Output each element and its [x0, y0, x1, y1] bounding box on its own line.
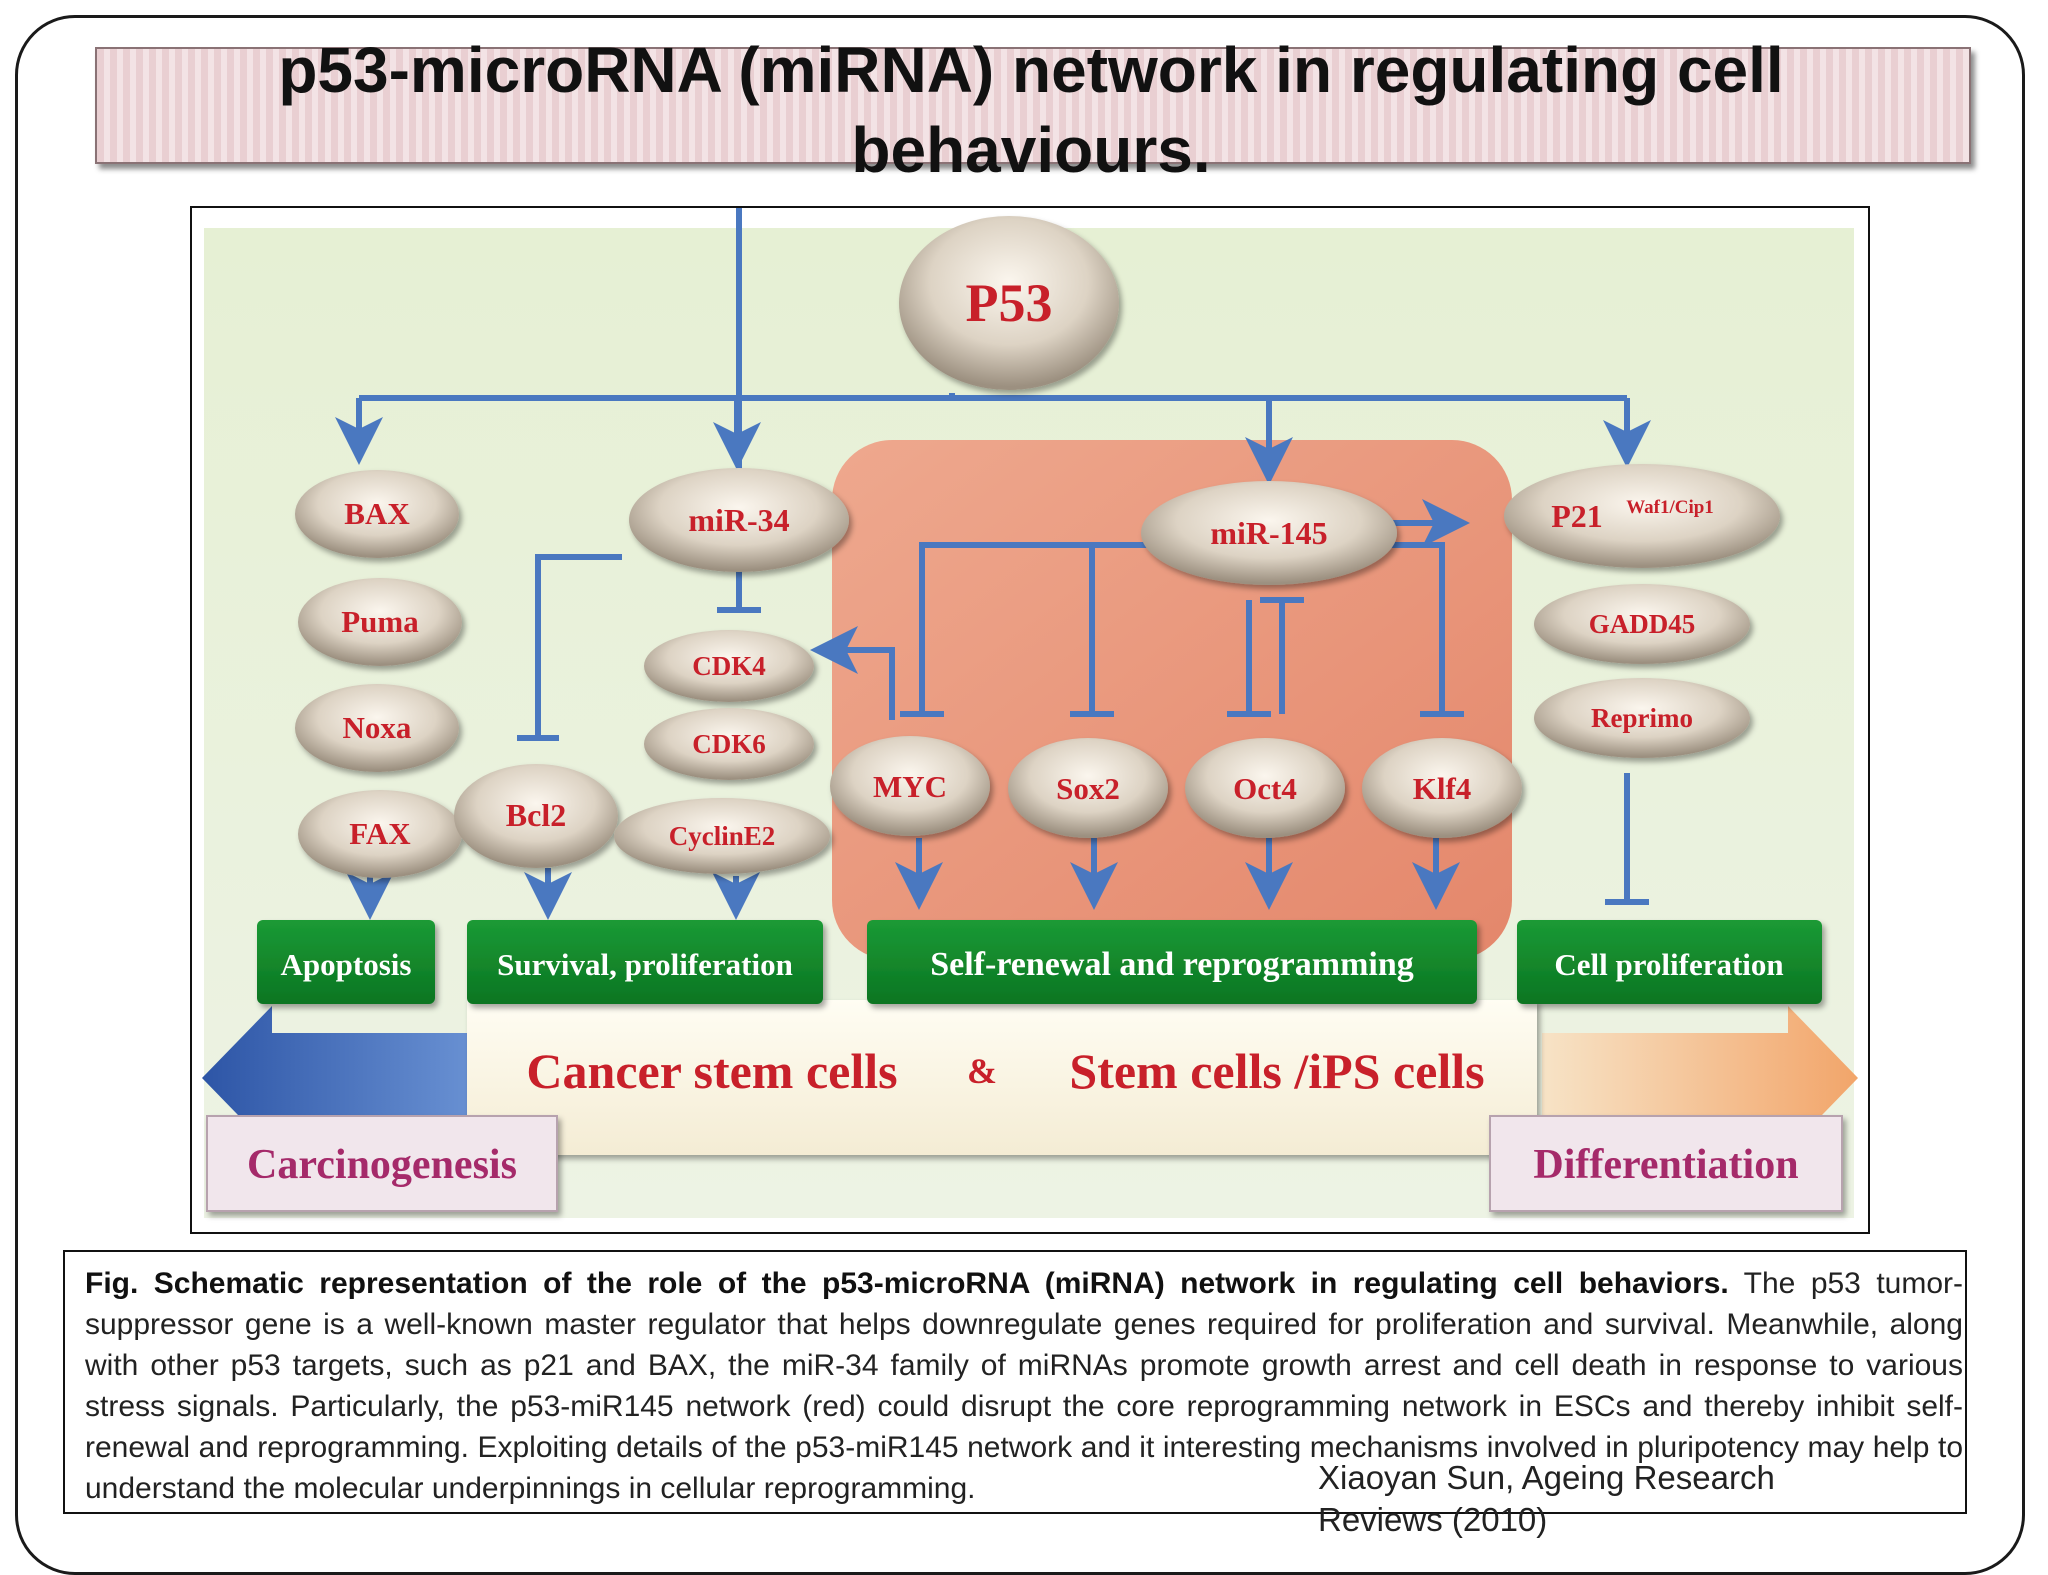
citation-text: Xiaoyan Sun, Ageing Research Reviews (20…	[1318, 1459, 1775, 1538]
survival-proliferation-box	[467, 920, 823, 1004]
mir145-label: miR-145	[1210, 515, 1327, 551]
bax-label: BAX	[344, 496, 410, 531]
fax-label: FAX	[349, 816, 411, 851]
oct4-label: Oct4	[1233, 771, 1297, 806]
noxa-label: Noxa	[343, 710, 412, 745]
self-renewal-label: Self-renewal and reprogramming	[930, 946, 1414, 983]
cyclin-e2-label: CyclinE2	[669, 821, 776, 851]
caption-box	[63, 1250, 1967, 1514]
carcinogenesis-arrow	[202, 1006, 492, 1150]
puma-label: Puma	[341, 604, 419, 639]
stem-cells-ips-label: Stem cells /iPS cells	[1069, 1043, 1484, 1099]
cyclin-e2-node	[614, 798, 830, 874]
p53-node	[899, 216, 1119, 390]
bax-node	[295, 470, 459, 558]
cdk6-label: CDK6	[692, 729, 766, 759]
bcl2-node	[454, 764, 618, 868]
figure-panel: Cancer stem cells & Stem cells /iPS cell…	[190, 206, 1870, 1234]
caption-body: The p53 tumor-suppressor gene is a well-…	[85, 1267, 1963, 1505]
carcinogenesis-label: Carcinogenesis	[247, 1142, 517, 1188]
self-renewal-box	[867, 920, 1477, 1004]
mir34-label: miR-34	[688, 502, 789, 538]
cdk4-node	[644, 630, 814, 702]
cell-proliferation-box	[1517, 920, 1822, 1004]
p21-label: P21	[1551, 498, 1603, 534]
figure-caption: Fig. Schematic representation of the rol…	[85, 1263, 1963, 1509]
title-banner	[95, 47, 1971, 164]
reprimo-node	[1534, 678, 1750, 758]
differentiation-label: Differentiation	[1533, 1142, 1798, 1188]
sox2-node	[1008, 738, 1168, 838]
cell-type-band	[467, 1000, 1537, 1155]
fax-node	[298, 790, 462, 878]
klf4-node	[1362, 738, 1522, 838]
oct4-node	[1185, 738, 1345, 838]
puma-node	[298, 578, 462, 666]
sox2-label: Sox2	[1056, 771, 1120, 806]
p21-node	[1504, 464, 1780, 568]
cancer-stem-cells-label: Cancer stem cells	[526, 1043, 897, 1099]
p21-superscript: Waf1/Cip1	[1626, 497, 1714, 518]
p53-network-diagram: Cancer stem cells & Stem cells /iPS cell…	[202, 208, 1858, 1218]
survival-proliferation-label: Survival, proliferation	[497, 947, 793, 982]
cdk6-node	[644, 708, 814, 780]
ampersand-label: &	[967, 1051, 997, 1091]
apoptosis-box	[257, 920, 435, 1004]
caption-title: Fig. Schematic representation of the rol…	[85, 1267, 1729, 1300]
slide-title: p53-microRNA (miRNA) network in regulati…	[278, 34, 1784, 186]
differentiation-box	[1489, 1115, 1843, 1212]
cell-proliferation-label: Cell proliferation	[1554, 947, 1783, 982]
cdk4-label: CDK4	[692, 651, 766, 681]
citation-credit: Xiaoyan Sun, Ageing Research Reviews (20…	[1318, 1457, 1775, 1541]
myc-node	[830, 736, 990, 836]
mir145-node	[1141, 481, 1397, 585]
differentiation-arrow	[1542, 1006, 1858, 1150]
carcinogenesis-box	[206, 1115, 558, 1212]
reprimo-label: Reprimo	[1591, 703, 1693, 733]
noxa-node	[295, 684, 459, 772]
bcl2-label: Bcl2	[506, 797, 566, 833]
mir34-node	[629, 468, 849, 572]
gadd45-label: GADD45	[1589, 609, 1696, 639]
p53-label: P53	[966, 273, 1053, 333]
apoptosis-label: Apoptosis	[281, 947, 412, 982]
klf4-label: Klf4	[1413, 771, 1472, 806]
gene-nodes	[295, 216, 1780, 878]
gadd45-node	[1534, 584, 1750, 664]
connector-lines	[335, 208, 1651, 920]
myc-label: MYC	[873, 769, 947, 804]
